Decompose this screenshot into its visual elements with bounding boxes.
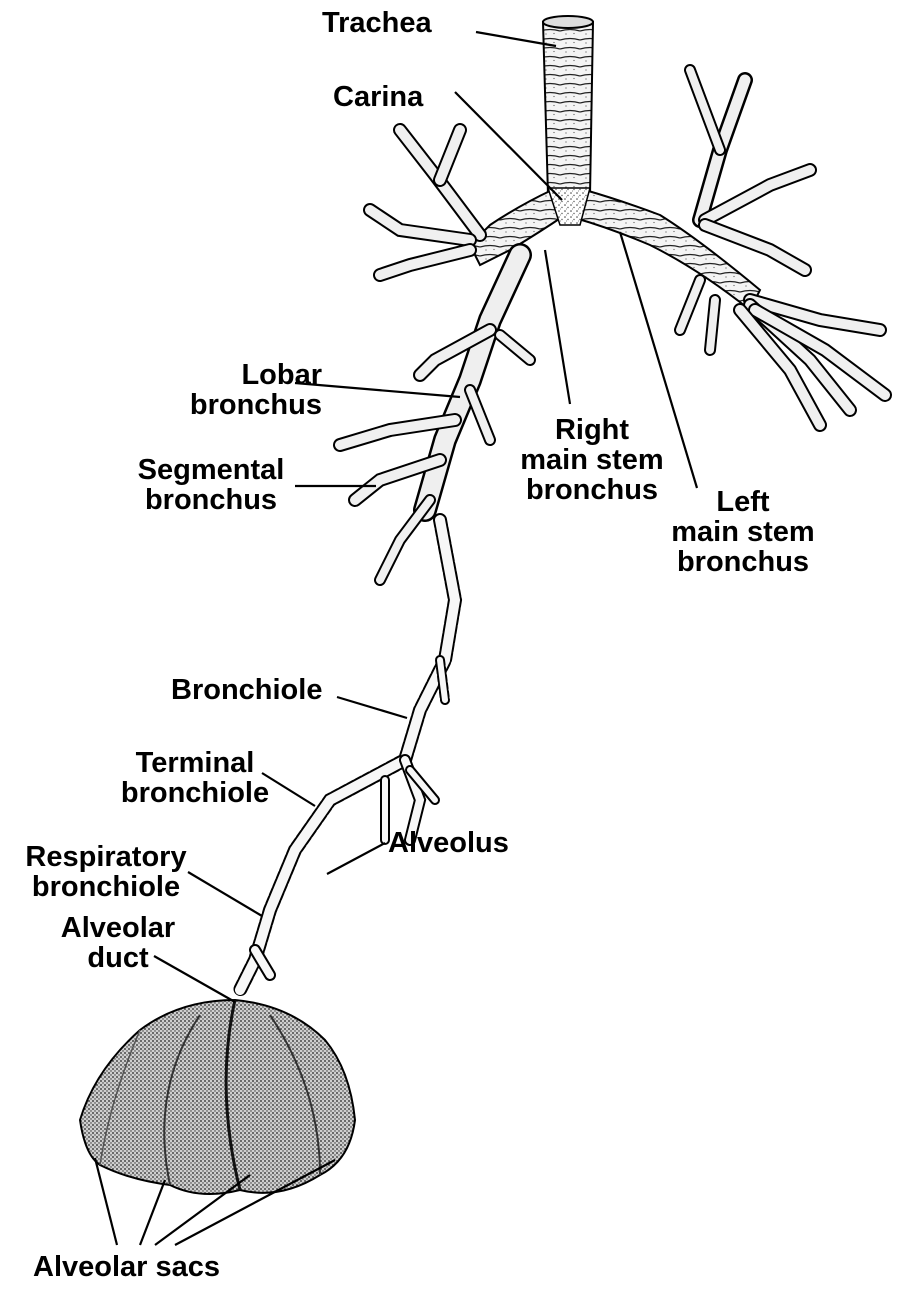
alveolar-sacs-label: Alveolar sacs xyxy=(33,1252,220,1282)
segmental-bronchus-label: Segmental bronchus xyxy=(125,455,297,515)
right-upper-branches xyxy=(370,130,480,275)
terminal-bronchiole-label: Terminal bronchiole xyxy=(100,748,290,808)
alveolar-sacs-cluster xyxy=(80,1000,355,1194)
lobar-bronchus-label: Lobar bronchus xyxy=(140,360,322,420)
left-main-stem-bronchus-label: Left main stem bronchus xyxy=(655,487,831,577)
trachea-shape xyxy=(543,16,593,195)
alveolus-label: Alveolus xyxy=(388,828,509,858)
carina-label: Carina xyxy=(333,82,423,112)
left-lung-branches xyxy=(680,70,885,425)
trachea-label: Trachea xyxy=(322,8,432,38)
bronchiole-label: Bronchiole xyxy=(171,675,322,705)
alveolar-duct-label: Alveolar duct xyxy=(37,913,199,973)
respiratory-bronchiole-label: Respiratory bronchiole xyxy=(2,842,210,902)
